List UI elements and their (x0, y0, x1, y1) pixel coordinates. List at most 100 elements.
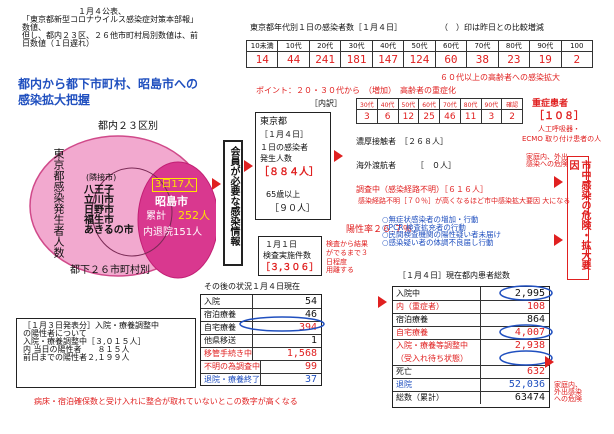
severe-value-cell: 46 (439, 109, 461, 124)
reason-item: ○感染疑い者の体調不良届し行動 (382, 237, 494, 247)
severe-value-cell: 6 (376, 109, 399, 124)
row-value: 54 (252, 295, 321, 308)
daily-label: １日の感染者 (260, 143, 308, 152)
row-value: 108 (480, 300, 549, 313)
daily-value: ［８８４人］ (259, 167, 319, 178)
row-label: 移管手続き中 (204, 349, 252, 358)
row-label: 退院 (396, 380, 412, 389)
table-row: 総数（累計）63474 (393, 391, 549, 404)
reason-text: 感染疑い者の体調不良届し行動 (388, 237, 494, 247)
side-note-bottom1: 家庭内、 (554, 381, 582, 389)
age-value-cell: 241 (308, 51, 342, 68)
row-value: 1,568 (252, 347, 321, 360)
over65-number: 65 (266, 190, 277, 199)
tests-note-line1: 検査から結果がでるまで３日程度 (326, 240, 368, 266)
severe-sub2: ECMO 取り付け患者の人 (522, 135, 602, 143)
jan3-box: ［１月３日発表分］入院・療養調整中 の陽性者について 入院・療養調整中［３,０１… (16, 318, 196, 388)
neighbor-item: あきるの市 (84, 225, 134, 236)
arrow-right-icon (554, 176, 563, 188)
row-value: 52,036 (480, 378, 549, 391)
row-label: 退院・療養終了 (204, 375, 260, 384)
severe-title: 重症患者 (532, 99, 569, 109)
tokyo-date: ［１月４日］ (260, 130, 308, 139)
row-value: 1 (252, 334, 321, 347)
row-value: 4,007 (480, 326, 549, 339)
row-value: 99 (260, 360, 321, 373)
severe-value-cell: 25 (418, 109, 440, 124)
table-row: 内（重症者）108 (393, 300, 549, 314)
tokyo-box: 東京都 ［１月４日］ １日の感染者 発生人数 ［８８４人］ 65歳以上 ［９０人… (255, 112, 331, 220)
side-note-top1: 家庭内、外出 (526, 153, 568, 161)
age-value-cell: 147 (371, 51, 405, 68)
neighbor-item: 日野市 (84, 205, 114, 216)
row-value: 2,995 (480, 287, 549, 300)
row-value: 46 (252, 308, 321, 321)
investigating-label: 調査中（感染経路不明） (356, 185, 444, 194)
neighbors-list: 八王子 立川市 日野市 福生市 あきるの市 (84, 186, 134, 236)
investigating: 調査中（感染経路不明）［６１６人］ (356, 186, 488, 194)
patients-table-title: ［１月４日］現在都内患者総数 (398, 271, 510, 280)
positivity: 陽性率２６.７％ (346, 226, 412, 235)
severe-value-cell: 3 (480, 109, 503, 124)
side-note-top2: 感染への危険 (526, 160, 568, 168)
severe-value-cell: 12 (397, 109, 420, 124)
route-unknown: 感染経路不明［７０％］が高くなるほど市中感染拡大要因 大になる (358, 197, 571, 205)
arrow-right-icon (212, 178, 221, 190)
day3-count: 3日17人 (152, 178, 198, 192)
side-red-banner: 市中感染の危険・拡大要因 (567, 156, 590, 280)
venn-outer-label: 都内２３区別 (98, 121, 158, 132)
reasons-list: ○無症状感染者の増加・行動 ○PCR 検査拡充者の行動 ○民間検査機関の陽性疑い… (382, 216, 501, 246)
center-banner-text: 会員が必要な感染情報 (228, 146, 239, 246)
home-care-highlight (239, 316, 325, 332)
row-value: 2,938 (480, 339, 549, 352)
neighbor-item: 立川市 (84, 195, 114, 206)
severe-value-cell: 2 (501, 109, 523, 124)
age-value-cell: 124 (403, 51, 436, 68)
side-note-bottom3: への危険 (554, 395, 582, 403)
side-note-bottom: 家庭内、 外出感染 への危険 (554, 382, 582, 403)
row-label: （受入れ待ち状態） (396, 354, 468, 363)
severe-sub1: 人工呼吸器・ (538, 125, 580, 133)
neighbor-circle (91, 167, 173, 257)
daily-label2: 発生人数 (260, 154, 292, 163)
arrow-right-icon (378, 296, 387, 308)
reason-item: ○民間検査機関の陽性疑い者未届け (382, 230, 502, 239)
tests-value: ［３,３０６］ (261, 263, 319, 273)
elderly-note: ６０代以上の高齢者への感染拡大 (440, 73, 560, 82)
headline-line1: 都内から都下市町村、昭島市への (18, 77, 199, 91)
age-value-cell: 2 (560, 51, 593, 68)
breakdown-title: ［内訳］ (310, 99, 342, 108)
positivity-label: 陽性率 (346, 225, 374, 235)
city-name: 昭島市 (155, 195, 188, 208)
headline-line2: 感染拡大把握 (18, 93, 91, 107)
age-value-cell: 14 (246, 51, 279, 68)
tests-note: 検査から結果がでるまで３日程度 用離する (326, 240, 374, 274)
side-note-top: 家庭内、外出 感染への危険 (526, 154, 568, 168)
reason-text: 無症状感染者の増加・行動 (388, 215, 479, 224)
age-value-cell: 19 (529, 51, 562, 68)
patients-highlights (499, 285, 553, 366)
age-table-title: 東京都年代別１日の感染者数［１月４日］ (250, 23, 402, 32)
cumulative-label: 累計 (146, 211, 166, 222)
row-label: 宿泊療養 (396, 315, 428, 324)
reason-text: PCR 検査拡充者の行動 (388, 222, 466, 232)
overseas-label: 海外渡航者 (356, 161, 396, 170)
row-value: 63474 (480, 391, 549, 404)
row-value: 37 (260, 373, 321, 386)
arrow-right-icon (545, 356, 554, 368)
over65-suffix: 歳以上 (276, 190, 301, 199)
jan3-line2: の陽性者について (23, 329, 87, 338)
severe-value-cell: 3 (356, 109, 378, 124)
tests-box: １月１日 検査実施件数 ［３,３０６］ (258, 236, 322, 276)
